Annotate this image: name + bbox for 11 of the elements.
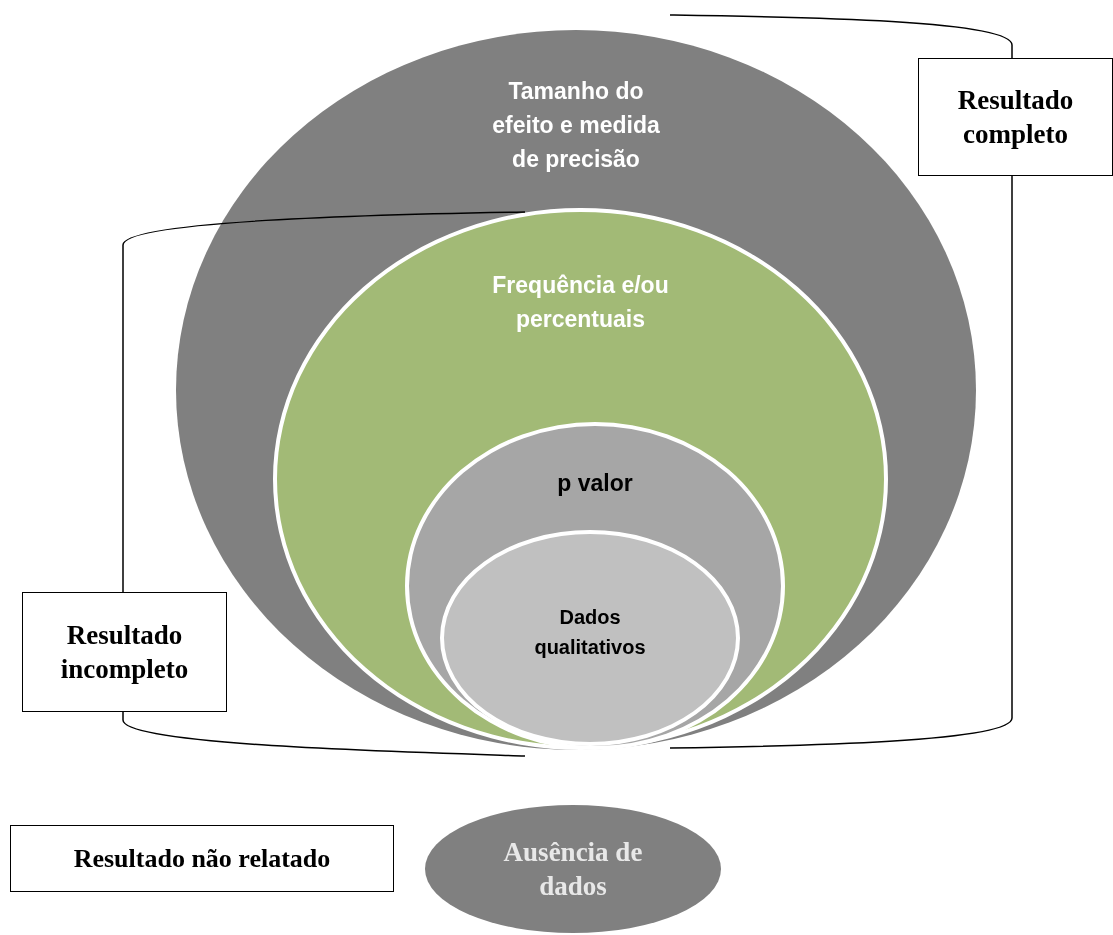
node-label: Dados qualitativos: [533, 605, 647, 660]
node-label: p valor: [556, 469, 634, 498]
label-box: [918, 58, 1113, 176]
node-label: Resultado incompleto: [59, 619, 190, 686]
label-box: [22, 592, 227, 712]
node-label: Ausência de dados: [502, 836, 644, 903]
node-label: Resultado não relatado: [73, 842, 331, 875]
node-label: Tamanho do efeito e medida de precisão: [491, 77, 661, 174]
label-box: [10, 825, 394, 892]
node-label: Frequência e/ou percentuais: [491, 271, 670, 334]
node-label: Resultado completo: [956, 84, 1075, 151]
